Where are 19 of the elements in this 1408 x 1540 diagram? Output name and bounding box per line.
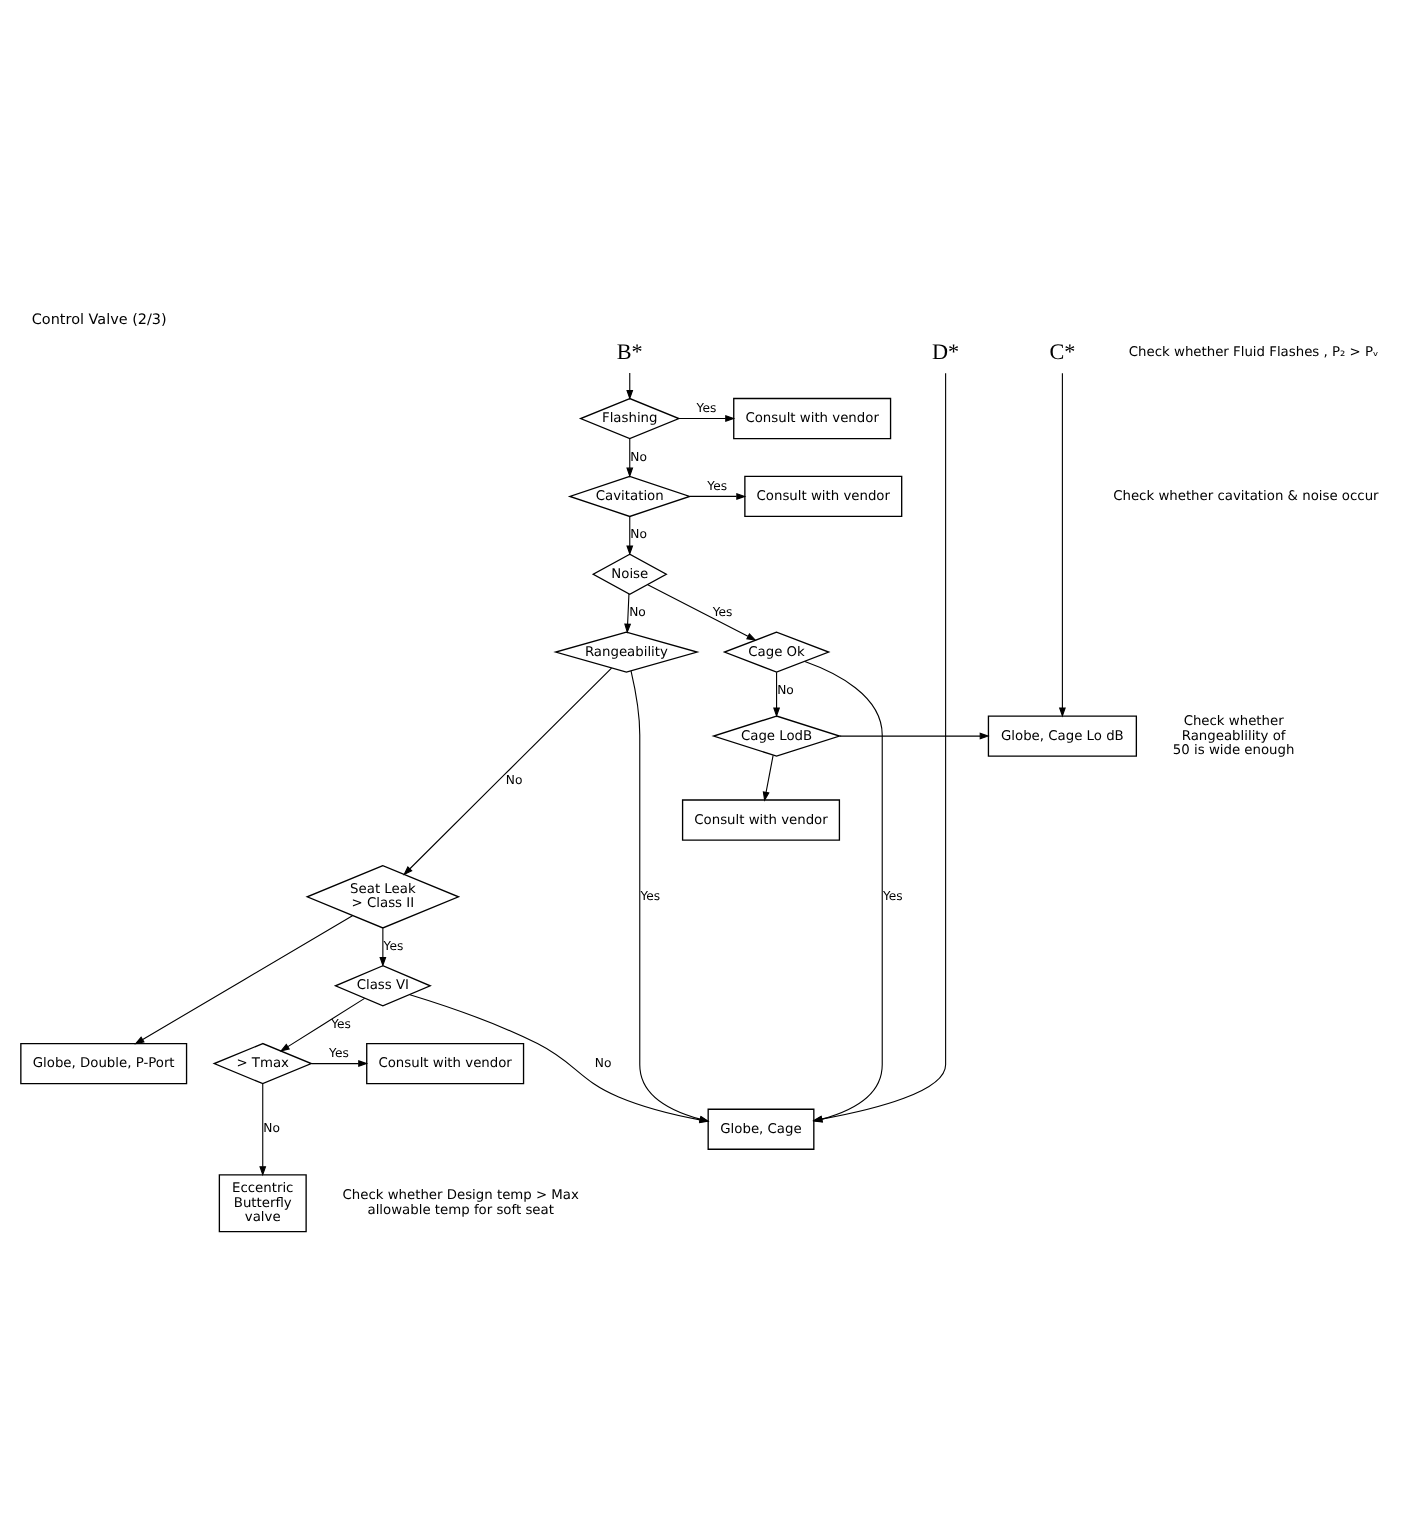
arrow (839, 732, 990, 740)
arrow (134, 915, 353, 1045)
arrow (624, 593, 632, 634)
arrow (773, 671, 781, 718)
arrow (762, 754, 774, 802)
arrow (379, 927, 387, 967)
arrow (259, 1083, 267, 1177)
arrow (689, 492, 747, 500)
arrow (626, 438, 634, 478)
arrow (647, 584, 757, 641)
arrow (678, 415, 736, 423)
arrow (311, 1060, 369, 1068)
arrow (279, 997, 366, 1052)
arrow (1058, 372, 1066, 718)
node-text: C* (1049, 340, 1076, 365)
arrow (626, 516, 634, 556)
arrow (403, 667, 613, 876)
node-text: B* (616, 340, 643, 365)
node-text: D* (932, 340, 960, 365)
